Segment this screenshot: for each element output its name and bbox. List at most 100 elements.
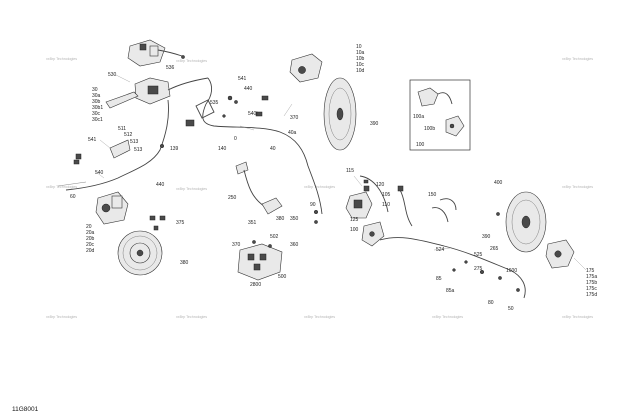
label-390a: 390 [370,121,379,127]
label-40: 40 [270,146,276,152]
label-20c: 20c [86,242,95,248]
label-375: 375 [176,220,185,226]
right-caliper [545,239,575,269]
label-100c: 100 [350,227,359,233]
label-10: 10 [356,44,362,50]
hand-lever-assembly [105,77,213,109]
watermark: xxBrp Technologies [46,57,77,61]
label-440b: 440 [156,182,165,188]
label-2800: 2800 [250,282,261,288]
label-140: 140 [218,146,227,152]
label-10d: 10d [356,68,365,74]
label-10b: 10b [356,56,365,62]
label-20d: 20d [86,248,95,254]
master-cylinder-assembly [127,39,185,67]
centre-master-cylinder [345,179,385,247]
label-30b1: 30b1 [92,105,103,111]
label-370a: 370 [290,115,299,121]
upper-caliper [289,53,323,83]
label-540i: 540i [248,111,257,117]
label-20: 20 [86,224,92,230]
label-20a: 20a [86,230,95,236]
label-105: 105 [382,192,391,198]
label-1600: 1600 [506,268,517,274]
label-350: 350 [290,216,299,222]
label-541b: 541 [88,137,97,143]
label-175: 175 [586,268,595,274]
label-502: 502 [270,234,279,240]
label-175a: 175a [586,274,597,280]
label-40a: 40a [288,130,297,136]
watermark: xxBrp Technologies [176,187,207,191]
label-30: 30 [92,87,98,93]
upper-brake-disc [323,77,357,151]
right-brake-disc [505,191,547,253]
label-80: 80 [488,300,494,306]
label-360: 360 [290,242,299,248]
label-30c1: 30c1 [92,117,103,123]
brake-lines [65,99,526,299]
watermark: xxBrp Technologies [46,185,77,189]
label-175b: 175b [586,280,597,286]
leader-lines [95,74,587,271]
label-380: 380 [180,260,189,266]
label-250: 250 [228,195,237,201]
watermark: xxBrp Technologies [176,315,207,319]
label-100a: 100a [413,114,424,120]
label-20b: 20b [86,236,95,242]
label-10c: 10c [356,62,365,68]
label-125: 125 [350,217,359,223]
part-labels: 530 536 541 440 535 540i 30 30a 30b 30b1… [70,44,597,312]
label-512: 512 [124,132,133,138]
label-524: 524 [436,247,445,253]
label-85: 85 [436,276,442,282]
brake-pedal [235,161,283,215]
watermarks: xxBrp Technologies xxBrp Technologies xx… [46,57,593,319]
label-110: 110 [382,202,390,208]
label-50: 50 [508,306,514,312]
label-100: 100 [416,142,425,148]
watermark: xxBrp Technologies [432,315,463,319]
label-400: 400 [494,180,503,186]
left-caliper [57,139,131,225]
label-541: 541 [238,76,247,82]
label-175c: 175c [586,286,597,292]
label-120: 120 [376,182,385,188]
label-511: 511 [118,126,126,132]
watermark: xxBrp Technologies [562,185,593,189]
label-530: 530 [108,72,117,78]
label-115: 115 [346,168,354,174]
hoses [397,185,457,227]
label-535: 535 [210,100,219,106]
label-540: 540 [95,170,104,176]
diagram-code: 11G8001 [12,406,39,413]
label-30b: 30b [92,99,101,105]
watermark: xxBrp Technologies [304,315,335,319]
label-265: 265 [490,246,499,252]
label-100b: 100b [424,126,435,132]
label-0: 0 [234,136,237,142]
label-525: 525 [474,252,483,258]
label-30c: 30c [92,111,101,117]
label-90: 90 [310,202,316,208]
watermark: xxBrp Technologies [562,57,593,61]
label-500: 500 [278,274,287,280]
label-380b: 380 [276,216,285,222]
label-390b: 390 [482,234,491,240]
watermark: xxBrp Technologies [562,315,593,319]
label-150: 150 [428,192,437,198]
label-370b: 370 [232,242,241,248]
label-175d: 175d [586,292,597,298]
label-275: 275 [474,266,483,272]
inset-detail [409,79,471,151]
label-60: 60 [70,194,76,200]
watermark: xxBrp Technologies [46,315,77,319]
left-brake-disc [117,230,163,276]
label-513b: 513 [134,147,143,153]
label-536: 536 [166,65,175,71]
abs-module [237,240,283,281]
label-139: 139 [170,146,179,152]
label-10a: 10a [356,50,365,56]
fittings [73,95,520,292]
